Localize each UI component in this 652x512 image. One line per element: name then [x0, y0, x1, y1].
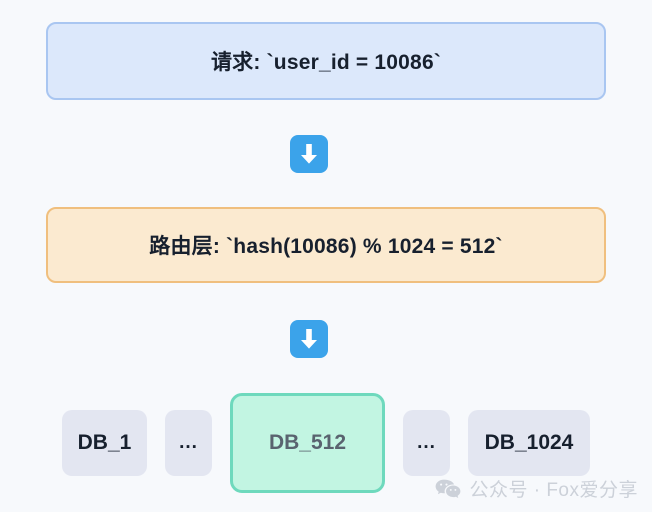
stage-router-label: 路由层: `hash(10086) % 1024 = 512`: [149, 235, 503, 258]
shard-label: ...: [417, 431, 436, 453]
shard-row: DB_1 ... DB_512 ... DB_1024: [0, 390, 652, 495]
watermark-text: 公众号 · Fox爱分享: [469, 480, 638, 501]
stage-router-box: 路由层: `hash(10086) % 1024 = 512`: [46, 207, 606, 283]
shard-db-1024: DB_1024: [468, 409, 590, 476]
arrow-down-icon: [290, 135, 328, 173]
shard-gap-left: ...: [165, 409, 212, 476]
shard-label: DB_512: [268, 430, 347, 454]
stage-request-label: 请求: `user_id = 10086`: [210, 51, 442, 74]
shard-db-1: DB_1: [62, 409, 147, 476]
shard-gap-right: ...: [403, 409, 450, 476]
shard-label: DB_1024: [484, 430, 574, 454]
watermark: 公众号 · Fox爱分享: [435, 475, 638, 502]
stage-request-box: 请求: `user_id = 10086`: [46, 22, 606, 100]
shard-label: ...: [179, 431, 198, 453]
arrow-down-icon: [290, 320, 328, 358]
shard-label: DB_1: [77, 430, 132, 454]
wechat-icon: [435, 479, 461, 499]
shard-db-512-active: DB_512: [230, 392, 385, 493]
